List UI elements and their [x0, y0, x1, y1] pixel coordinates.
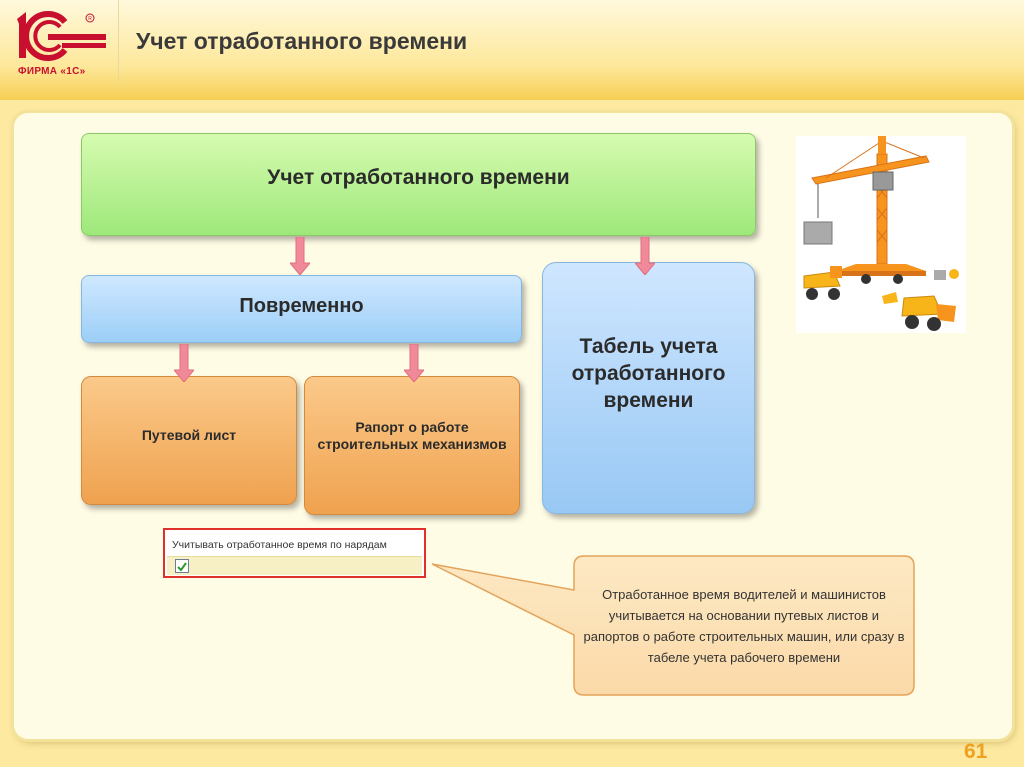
slide-header: R ФИРМА «1С» Учет отработанного времени	[0, 0, 1024, 100]
work-orders-setting-row	[167, 556, 422, 575]
time-based-node: Повременно	[81, 275, 522, 343]
work-orders-checkbox[interactable]	[175, 559, 189, 573]
timesheet-node: Табель учета отработанного времени	[542, 262, 755, 514]
logo-brand-text: ФИРМА «1С»	[18, 66, 86, 77]
arrow-down-icon	[404, 344, 424, 382]
callout-text: Отработанное время водителей и машинисто…	[583, 587, 905, 665]
1c-logo-mark: R	[17, 11, 106, 61]
company-logo: R ФИРМА «1С»	[0, 0, 119, 82]
arrow-down-icon	[635, 237, 655, 275]
machinery-report-node-label: Рапорт о работе строительных механизмов	[317, 418, 507, 452]
page-title: Учет отработанного времени	[136, 28, 468, 54]
waybill-node-label: Путевой лист	[141, 427, 237, 443]
waybill-node: Путевой лист	[81, 376, 297, 505]
page-number: 61	[964, 740, 988, 763]
checkmark-icon	[177, 562, 187, 572]
root-node-label: Учет отработанного времени	[267, 165, 570, 189]
work-orders-setting: Учитывать отработанное время по нарядам	[163, 528, 426, 578]
machinery-report-node: Рапорт о работе строительных механизмов	[304, 376, 520, 515]
work-orders-setting-label: Учитывать отработанное время по нарядам	[172, 539, 387, 551]
toy-crane-image	[796, 136, 966, 333]
arrow-down-icon	[174, 344, 194, 382]
root-node: Учет отработанного времени	[81, 133, 756, 236]
timesheet-node-label: Табель учета отработанного времени	[571, 334, 726, 412]
time-based-node-label: Повременно	[239, 294, 364, 317]
svg-text:R: R	[88, 16, 92, 22]
arrow-down-icon	[290, 237, 310, 275]
crane-illustration	[803, 136, 959, 331]
